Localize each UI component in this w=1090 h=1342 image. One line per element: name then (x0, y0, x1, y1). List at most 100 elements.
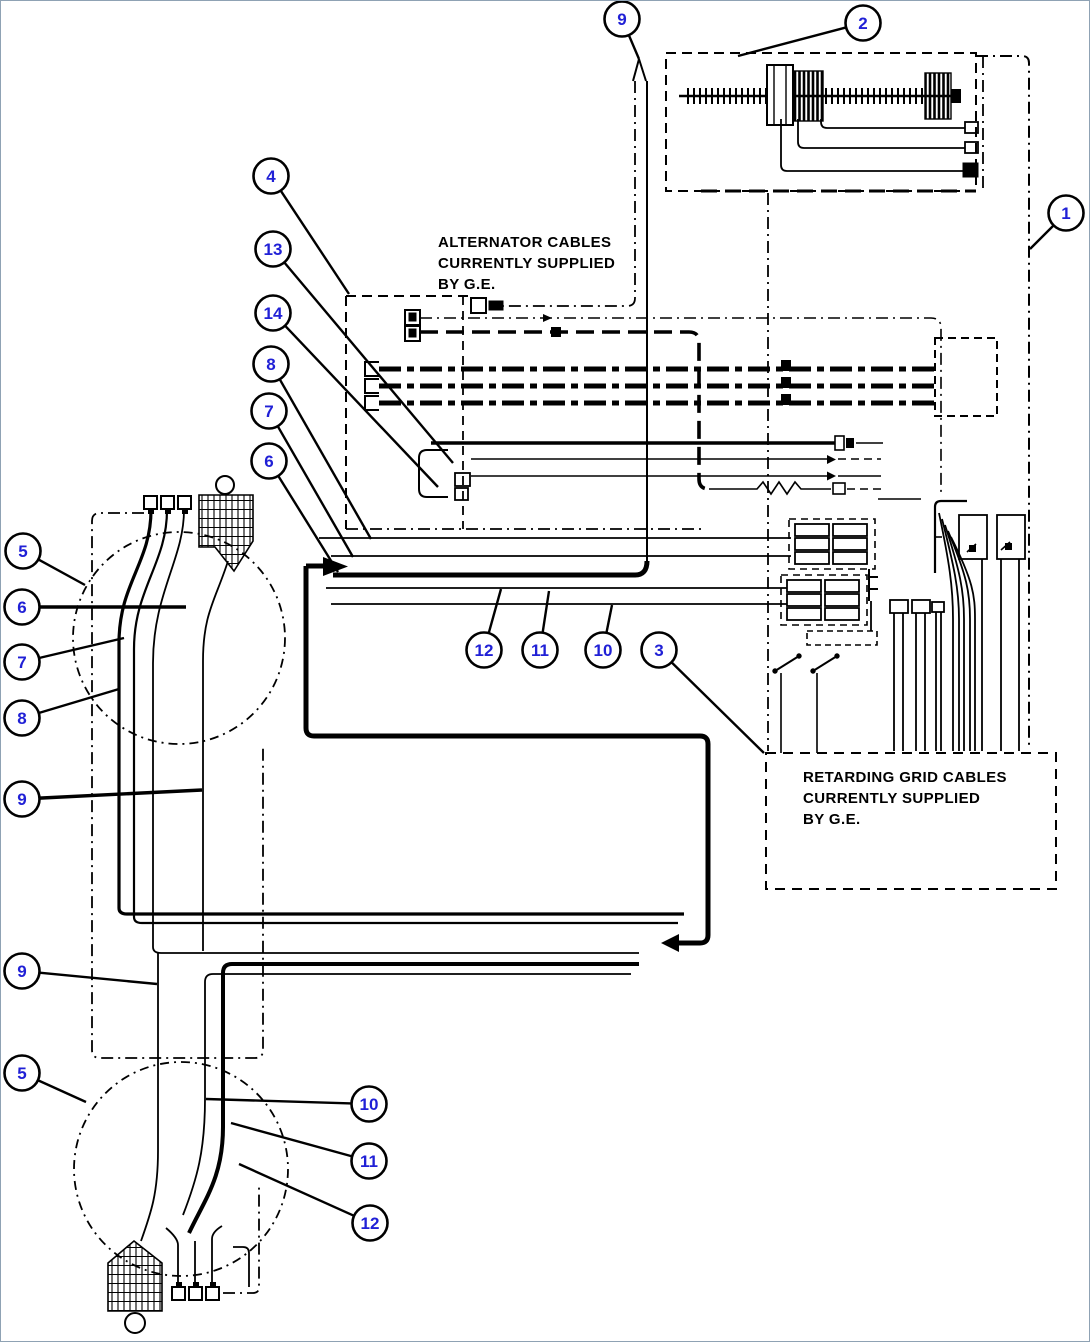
retarding-note-line2: CURRENTLY SUPPLIED (803, 790, 980, 807)
callout-number: 14 (264, 304, 283, 323)
cable-lug (364, 361, 379, 377)
callout-number: 8 (266, 355, 275, 374)
thick-cable-route (303, 557, 711, 952)
heavy-alternator-cables (364, 337, 998, 417)
callout-number: 3 (654, 641, 663, 660)
retarding-note-line3: BY G.E. (803, 811, 861, 828)
right-cable-bundle (889, 499, 1026, 751)
callout-number: 10 (594, 641, 613, 660)
alternator-note-line1: ALTERNATOR CABLES (438, 234, 611, 251)
callout-number: 11 (360, 1152, 378, 1171)
callout-leader (737, 26, 847, 58)
connector-pin (496, 300, 504, 311)
callout-number: 2 (858, 14, 867, 33)
cable-lug (364, 395, 379, 411)
connector-pin (408, 312, 417, 322)
callout-balloon (844, 4, 882, 42)
connector (454, 487, 469, 501)
assembly-terminal (964, 141, 979, 154)
callout-leader (39, 971, 158, 986)
callout-number: 11 (531, 641, 549, 660)
cable-lug (364, 378, 379, 394)
callout-balloon (252, 157, 290, 195)
callout-number: 9 (17, 962, 26, 981)
callout-leader (487, 588, 503, 634)
motor-terminal (171, 1286, 186, 1301)
callout-number: 10 (360, 1095, 379, 1114)
switch-contact (812, 655, 838, 672)
plug-connector (911, 599, 931, 614)
motor-terminal (143, 495, 158, 510)
lower-cable-bundle (140, 953, 639, 1242)
plug-connector (889, 599, 909, 614)
retarding-note-line1: RETARDING GRID CABLES (803, 769, 1007, 786)
callout-balloon (252, 345, 290, 383)
callout-leader (37, 558, 86, 587)
callout-number: 9 (617, 10, 626, 29)
bundle-bracket (933, 499, 967, 573)
callout-number: 8 (17, 709, 26, 728)
callout-leader (284, 324, 439, 488)
callout-balloon (350, 1142, 388, 1180)
callout-leader (670, 661, 765, 754)
brush-cap (124, 1312, 146, 1334)
callout-balloon (603, 1, 641, 38)
callout-leader (238, 1162, 355, 1217)
motor-terminal (188, 1286, 203, 1301)
callout-leader (38, 636, 125, 660)
callout-number: 5 (17, 1064, 26, 1083)
callout-balloon (521, 631, 559, 669)
callout-leader (37, 1079, 87, 1104)
junction-box (418, 449, 448, 498)
connector-pin (408, 328, 417, 338)
retarding-grid-box: RETARDING GRID CABLES CURRENTLY SUPPLIED… (765, 752, 1057, 890)
callout-balloon (465, 631, 503, 669)
callout-balloon (3, 952, 41, 990)
callout-number: 7 (264, 402, 273, 421)
cable-clamp (781, 377, 791, 388)
alternator-cable-assembly (665, 52, 979, 193)
callout-leader (39, 788, 203, 800)
junction-box (996, 514, 1026, 560)
switch-contact (774, 655, 800, 672)
inline-connector (832, 482, 846, 495)
callout-leader (278, 378, 373, 540)
brush-assembly (198, 494, 254, 573)
alternator-note-line3: BY G.E. (438, 276, 496, 293)
callout-leader (279, 189, 351, 295)
callout-balloon (4, 532, 42, 570)
callout-balloon (3, 588, 41, 626)
cable-clamp (781, 360, 791, 371)
route-arrow-left (661, 934, 679, 952)
cable-termination-box (934, 337, 998, 417)
motor-outline (72, 531, 286, 745)
callout-leader (38, 687, 120, 715)
callout-leader (283, 261, 454, 464)
callout-number: 12 (361, 1214, 380, 1233)
enclosure-box-1 (976, 55, 1030, 746)
callout-balloon (3, 643, 41, 681)
callout-leader (605, 604, 614, 634)
callout-balloon (1047, 194, 1085, 232)
callout-balloon (351, 1204, 389, 1242)
motor-outline (73, 1061, 289, 1277)
splice-mark (551, 327, 561, 337)
brush-cap (215, 475, 235, 495)
motor-terminal (177, 495, 192, 510)
motor-terminal (160, 495, 175, 510)
callout-number: 9 (17, 790, 26, 809)
callout-leader (205, 1097, 352, 1105)
brush-assembly (107, 1239, 163, 1312)
motor-terminal (205, 1286, 220, 1301)
callout-number: 12 (475, 641, 494, 660)
junction-box (958, 514, 988, 560)
callout-leader (541, 590, 551, 633)
callout-leader (627, 34, 641, 60)
callout-balloon (3, 780, 41, 818)
callout-number: 7 (17, 653, 26, 672)
callout-balloon (350, 1085, 388, 1123)
lower-wheel-motor (73, 1061, 289, 1334)
callout-balloon (250, 442, 288, 480)
cable-clamp (781, 394, 791, 405)
